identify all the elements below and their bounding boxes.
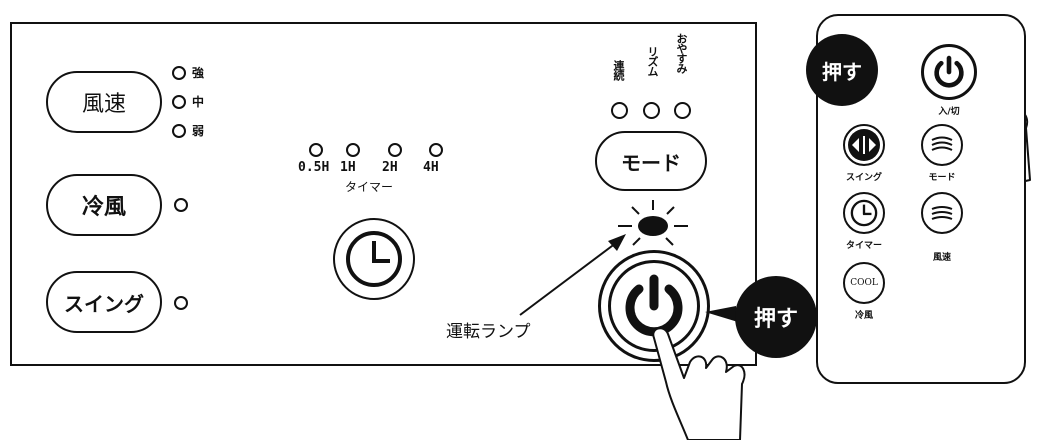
mode-label: モード [621, 150, 681, 175]
remote-swing-button[interactable] [843, 124, 885, 166]
lamp-arrow [519, 239, 621, 316]
panel-press-bubble: 押す [735, 276, 817, 358]
remote-speed-label: 風速 [932, 253, 951, 263]
mode-option-continuous: 連続 [612, 60, 625, 80]
fan-level-weak: 弱 [192, 124, 205, 138]
swing-icon [848, 129, 880, 161]
timer-caption: タイマー [345, 180, 394, 194]
remote-timer-button[interactable] [843, 192, 885, 234]
remote-press-text: 押す [822, 59, 862, 84]
fan-level-led-medium [172, 95, 186, 109]
remote-cool-button[interactable]: COOL [843, 262, 885, 304]
fan-level-strong: 強 [192, 66, 205, 80]
timer-option-1h: 1H [340, 160, 356, 175]
timer-button[interactable] [333, 218, 415, 300]
mode-option-rhythm: リズム [646, 46, 659, 76]
timer-icon [850, 199, 878, 227]
timer-option-2h: 2H [382, 160, 398, 175]
remote-press-bubble: 押す [806, 34, 878, 106]
remote-power-button[interactable] [921, 44, 977, 100]
remote-power-label: 入/切 [938, 107, 960, 117]
fan-level-led-strong [172, 66, 186, 80]
timer-led-1h [346, 143, 360, 157]
remote-swing-label: スイング [845, 173, 882, 183]
cool-button[interactable]: 冷風 [46, 174, 162, 236]
timer-icon [346, 231, 402, 287]
remote-speed-button[interactable] [921, 192, 963, 234]
remote-cool-text: COOL [850, 278, 878, 288]
mode-led-sleep [674, 102, 691, 119]
mode-icon [931, 136, 953, 151]
mode-button[interactable]: モード [595, 131, 707, 191]
remote-mode-button[interactable] [921, 124, 963, 166]
panel-press-pointer [705, 306, 738, 322]
lamp-caption: 運転ランプ [446, 322, 531, 342]
panel-power-button[interactable] [598, 250, 710, 362]
wind-speed-icon [931, 206, 953, 220]
pointing-hand-icon [652, 327, 746, 440]
lamp-flash-icon [618, 200, 688, 246]
mode-option-sleep: おやすみ [675, 33, 688, 73]
remote-timer-label: タイマー [845, 241, 882, 251]
cool-led [174, 198, 188, 212]
swing-button[interactable]: スイング [46, 271, 162, 333]
panel-press-text: 押す [753, 307, 798, 332]
timer-option-0.5h: 0.5H [298, 160, 330, 175]
power-icon [934, 55, 964, 88]
remote-mode-label: モード [928, 173, 956, 183]
mode-led-continuous [611, 102, 628, 119]
swing-led [174, 296, 188, 310]
fan-level-medium: 中 [192, 95, 205, 109]
remote-cool-label: 冷風 [854, 311, 873, 321]
timer-led-0.5h [309, 143, 323, 157]
fan-speed-button[interactable]: 風速 [46, 71, 162, 133]
timer-led-2h [388, 143, 402, 157]
timer-led-4h [429, 143, 443, 157]
fan-level-led-weak [172, 124, 186, 138]
cool-label: 冷風 [81, 195, 126, 220]
swing-label: スイング [64, 291, 144, 316]
timer-option-4h: 4H [423, 160, 439, 175]
fan-speed-label: 風速 [81, 92, 126, 117]
mode-led-rhythm [643, 102, 660, 119]
